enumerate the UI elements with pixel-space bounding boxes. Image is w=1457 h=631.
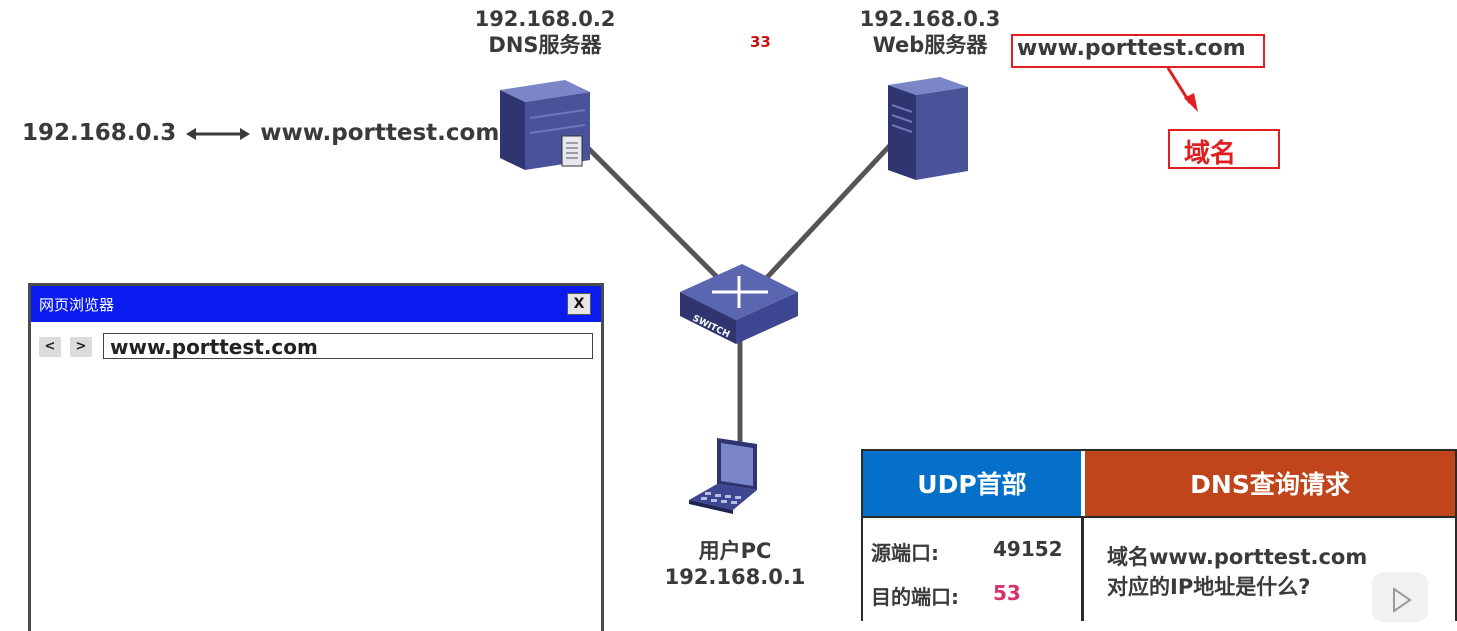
mapping-domain: www.porttest.com <box>260 120 500 146</box>
user-pc-ip: 192.168.0.1 <box>664 565 806 589</box>
dst-port-value: 53 <box>993 581 1021 605</box>
dns-server-ip: 192.168.0.2 <box>474 7 616 31</box>
double-arrow-icon <box>186 127 251 140</box>
udp-header: UDP首部 <box>863 451 1081 518</box>
src-port-value: 49152 <box>993 537 1063 561</box>
close-button[interactable]: X <box>567 293 591 315</box>
packet-column-divider <box>1081 518 1084 621</box>
query-line-2: 对应的IP地址是什么? <box>1107 575 1311 599</box>
back-button[interactable]: < <box>39 337 61 357</box>
browser-titlebar: 网页浏览器 X <box>31 286 601 322</box>
dns-server-icon <box>500 80 590 170</box>
dns-query-header: DNS查询请求 <box>1085 451 1455 518</box>
dns-mapping: 192.168.0.3 www.porttest.com <box>22 120 499 146</box>
packet-divider <box>863 516 1455 518</box>
mapping-ip: 192.168.0.3 <box>22 120 177 146</box>
url-text: www.porttest.com <box>110 335 318 359</box>
web-server-icon <box>888 77 968 180</box>
web-server-ip: 192.168.0.3 <box>859 7 1001 31</box>
dns-server-name: DNS服务器 <box>488 33 602 57</box>
domain-tag-text: 域名 <box>1184 139 1237 169</box>
dst-port-label: 目的端口: <box>871 585 959 609</box>
forward-button[interactable]: > <box>70 337 92 357</box>
query-line-1: 域名www.porttest.com <box>1107 545 1368 569</box>
browser-window: 网页浏览器 X < > www.porttest.com <box>28 283 604 631</box>
user-pc-name: 用户PC <box>698 539 772 563</box>
web-server-label: 192.168.0.3 Web服务器 <box>855 6 1005 58</box>
domain-box-text: www.porttest.com <box>1017 36 1246 61</box>
url-input[interactable]: www.porttest.com <box>103 333 593 359</box>
src-port-label: 源端口: <box>871 541 939 565</box>
dns-server-label: 192.168.0.2 DNS服务器 <box>470 6 620 58</box>
user-pc-label: 用户PC 192.168.0.1 <box>660 538 810 590</box>
page-number: 33 <box>750 33 771 51</box>
domain-tag-box: 域名 <box>1168 129 1280 169</box>
laptop-icon <box>689 438 757 514</box>
domain-box: www.porttest.com <box>1011 34 1265 68</box>
browser-title: 网页浏览器 <box>39 296 115 314</box>
dns-packet: UDP首部 DNS查询请求 源端口: 49152 目的端口: 53 域名www.… <box>861 449 1457 621</box>
play-button[interactable] <box>1372 572 1428 622</box>
web-server-name: Web服务器 <box>872 33 988 57</box>
play-icon <box>1393 587 1412 613</box>
switch-icon: SWITCH <box>680 264 798 344</box>
